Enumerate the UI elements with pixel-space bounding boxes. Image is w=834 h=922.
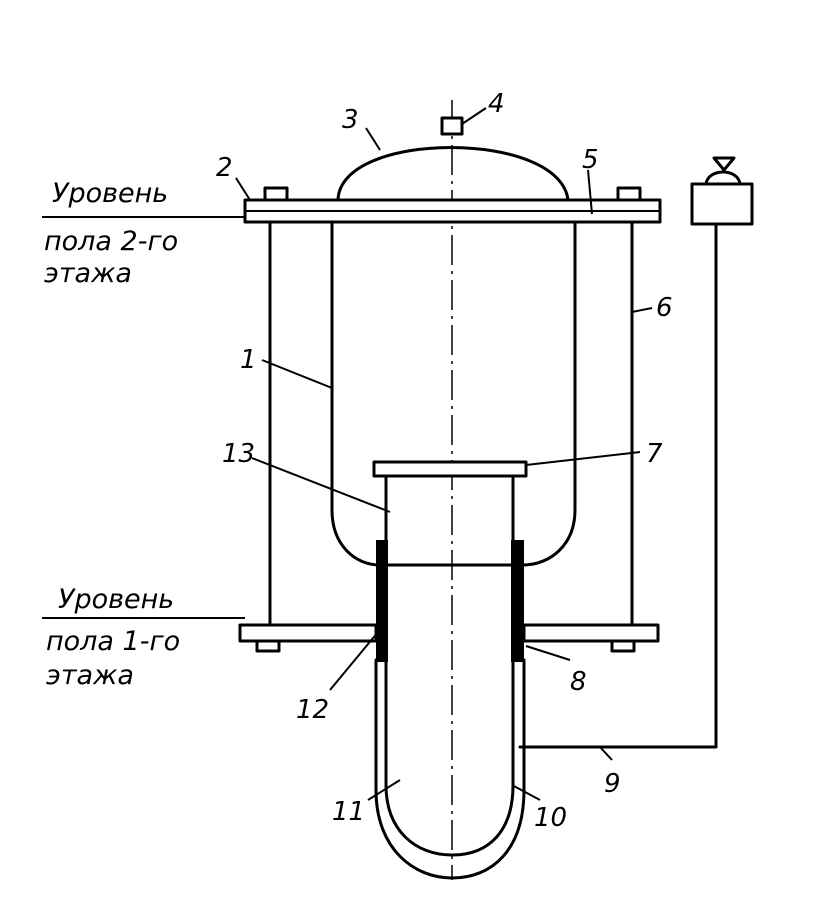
level-triangle-icon [712,156,736,172]
callout-8: 8 [570,667,587,697]
callout-4: 4 [488,89,505,119]
inner-tube [384,474,515,857]
leader-lines [235,107,653,801]
top-flange [243,186,662,224]
top-fitting [440,116,464,136]
inner-plate [372,460,528,478]
callout-9: 9 [604,769,621,799]
first-floor-label-line1: Уровень [58,584,174,615]
main-vessel [330,220,577,567]
first-floor-label-line3: этажа [46,660,134,691]
callout-10: 10 [534,803,567,833]
callout-11: 11 [332,797,365,827]
connecting-pipe [518,223,718,749]
seal-right [511,540,524,662]
second-floor-label-line2: пола 2-го [44,226,178,257]
first-floor-label-line2: пола 1-го [46,626,180,657]
callout-1: 1 [240,345,257,375]
bottom-flange [238,623,660,653]
callout-12: 12 [296,695,329,725]
callout-2: 2 [216,153,233,183]
callout-6: 6 [656,293,673,323]
seal-left [376,540,388,662]
second-floor-label-line3: этажа [44,258,132,289]
callout-5: 5 [582,145,599,175]
dome-cover [336,146,570,202]
second-floor-label-line1: Уровень [52,178,168,209]
external-reservoir [690,156,754,226]
outer-jacket [374,658,526,880]
callout-7: 7 [646,439,663,469]
callout-13: 13 [222,439,255,469]
callout-3: 3 [342,105,359,135]
